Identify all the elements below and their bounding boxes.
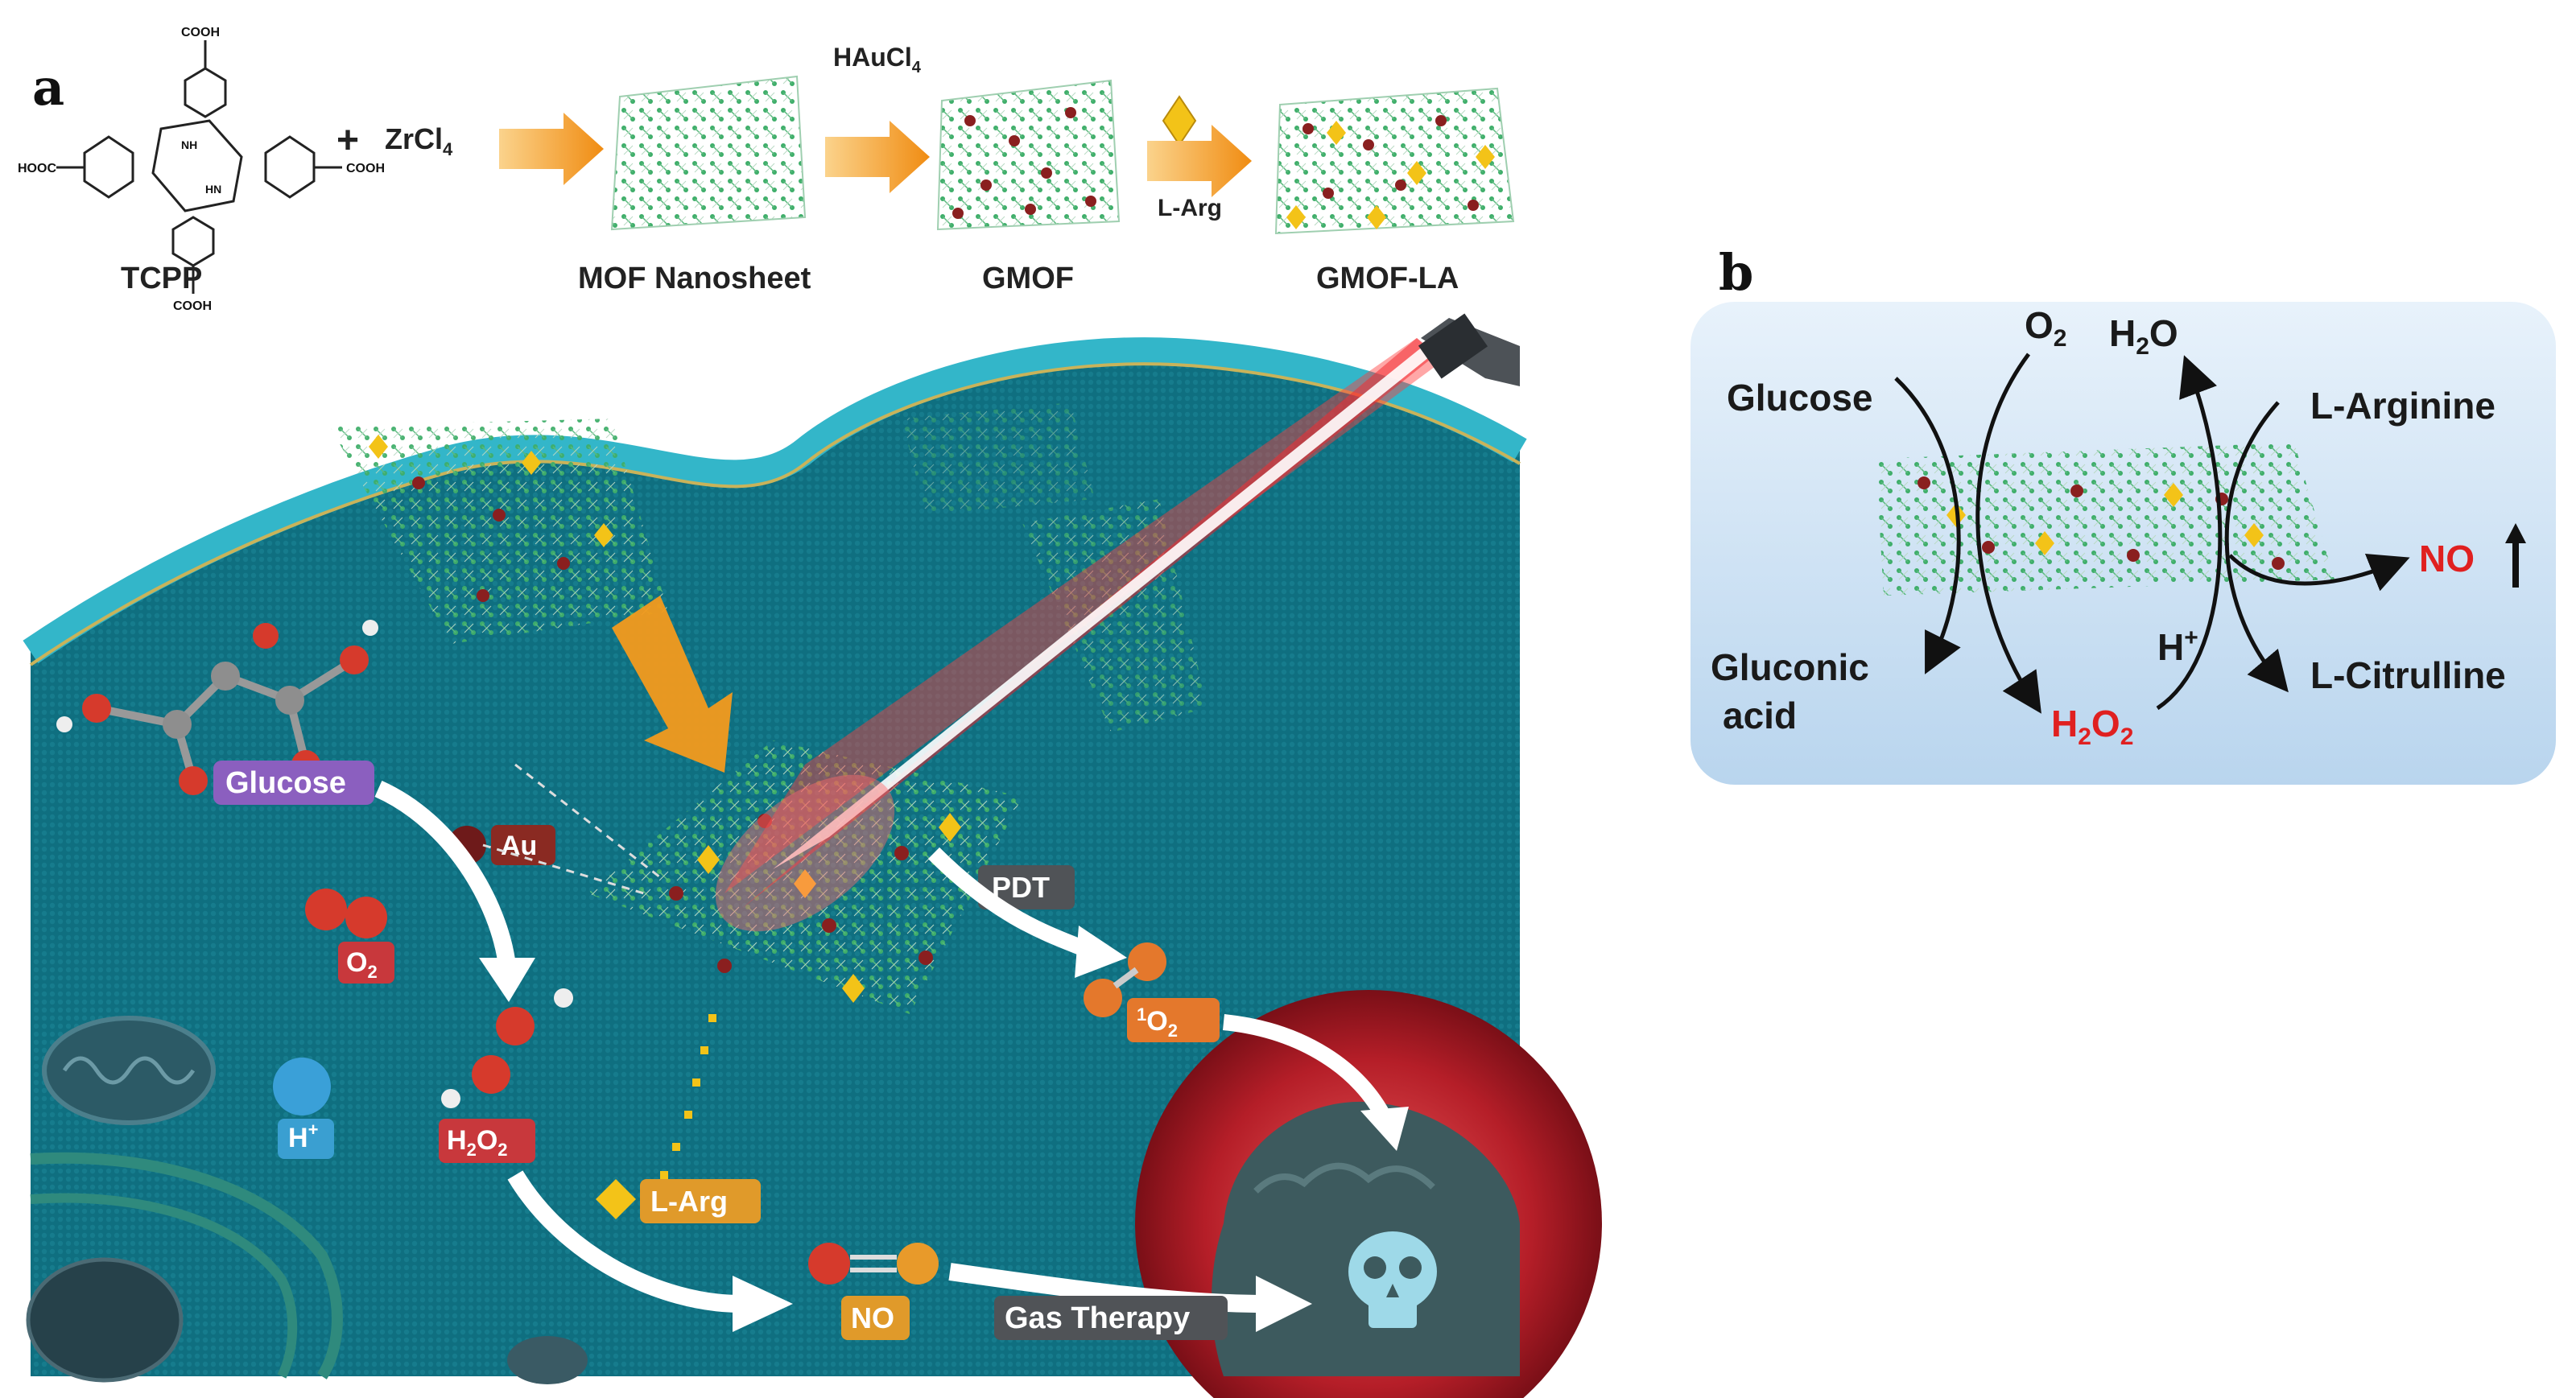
h2o2-molecule xyxy=(441,988,573,1108)
gmof-label: GMOF xyxy=(982,262,1074,295)
gmof-sheet xyxy=(936,79,1121,231)
b-l-citrulline-label: L-Citrulline xyxy=(2310,654,2506,696)
skull-icon xyxy=(1348,1231,1437,1328)
no-tag-label: NO xyxy=(851,1301,894,1334)
zrcl4-label: ZrCl4 xyxy=(385,122,453,159)
hn-label: HN xyxy=(205,183,221,196)
no-increase-arrow-icon xyxy=(2505,523,2526,588)
cooh-top: COOH xyxy=(181,26,220,39)
b-gluconic-line2: acid xyxy=(1723,695,1797,736)
singlet-oxygen-tag xyxy=(1127,998,1220,1042)
larg-release-dots xyxy=(660,1014,716,1179)
singlet-to-tumor-arrow xyxy=(1223,1014,1392,1123)
endoplasmic-reticulum xyxy=(30,1152,343,1379)
gas-therapy-tag-label: Gas Therapy xyxy=(1005,1301,1190,1335)
no-tag xyxy=(841,1296,910,1340)
panel-b-nanosheet xyxy=(1876,443,2334,596)
h2o2-tag-label: H2O2 xyxy=(447,1125,508,1160)
b-gluconic-line1: Gluconic xyxy=(1711,646,1869,688)
panel-a-label: a xyxy=(32,58,64,117)
o2-molecule xyxy=(305,889,387,938)
pdt-tag xyxy=(978,865,1075,909)
au-tag-label: Au xyxy=(501,831,537,861)
pdt-tag-label: PDT xyxy=(992,871,1050,904)
larg-step-label: L-Arg xyxy=(1158,195,1222,221)
singlet-oxygen-molecule xyxy=(1084,942,1166,1017)
central-gmof-la xyxy=(588,740,1022,1014)
panel-b: b Glucose O2 H2O L-Arginine NO Gluconic … xyxy=(1690,243,2556,785)
mof-nanosheet xyxy=(610,75,807,231)
h-plus-tag xyxy=(278,1119,334,1159)
plus-sign: + xyxy=(336,119,359,162)
pdt-arrow xyxy=(927,847,1090,958)
b-h2o2-label: H2O2 xyxy=(2051,703,2133,750)
panel-b-label: b xyxy=(1719,243,1753,302)
step-arrow-1 xyxy=(499,113,604,185)
laser-device xyxy=(1418,313,1520,386)
b-no-label: NO xyxy=(2419,538,2475,579)
uptake-arrow xyxy=(612,596,733,773)
glucose-tag xyxy=(213,761,374,805)
h-plus-ion-icon xyxy=(273,1058,331,1116)
cell-membrane xyxy=(23,337,1527,664)
b-l-arginine-label: L-Arginine xyxy=(2310,385,2496,427)
b-h2o-label: H2O xyxy=(2109,312,2178,360)
mof-nanosheet-label: MOF Nanosheet xyxy=(578,262,811,295)
o2-tag-label: O2 xyxy=(346,947,378,982)
larg-tag xyxy=(640,1179,761,1223)
gmof-la-background-sheet-2 xyxy=(902,402,1095,515)
no-molecule xyxy=(808,1243,939,1285)
gmof-la-entering xyxy=(330,419,668,644)
o2-tag xyxy=(338,942,394,984)
b-glucose-label: Glucose xyxy=(1727,377,1873,419)
b-h-plus-label: H+ xyxy=(2157,625,2198,668)
nh-label: NH xyxy=(181,138,197,151)
glucose-molecule xyxy=(56,620,378,795)
glucose-tag-label: Glucose xyxy=(225,766,346,800)
au-tag xyxy=(491,825,555,865)
panel-a: a COOH COOH COOH HOOC NH HN TCPP + ZrCl4… xyxy=(18,26,1515,313)
nucleus xyxy=(26,1257,184,1383)
b-o2-label: O2 xyxy=(2025,304,2066,352)
cooh-bottom: COOH xyxy=(173,299,212,313)
laser-beam xyxy=(715,338,1441,932)
cell-scene: Glucose Au O2 H+ H2O2 xyxy=(23,313,1602,1398)
step-arrow-2 xyxy=(825,121,930,193)
larg-tag-label: L-Arg xyxy=(650,1185,728,1218)
hooc-left: HOOC xyxy=(18,162,56,175)
gmof-la-sheet xyxy=(1274,87,1515,235)
panel-b-reaction-arrows xyxy=(1894,353,2410,714)
cooh-right: COOH xyxy=(346,162,385,175)
gas-therapy-tag xyxy=(994,1296,1228,1340)
tcpp-structure xyxy=(56,40,342,294)
larg-crystal-scene-icon xyxy=(596,1179,636,1219)
larg-crystal-icon xyxy=(1162,95,1197,146)
h2o2-to-no-arrow xyxy=(507,1170,741,1313)
h-plus-tag-label: H+ xyxy=(288,1120,318,1153)
singlet-oxygen-tag-label: 1O2 xyxy=(1137,1004,1178,1041)
step-arrow-3 xyxy=(1147,125,1252,197)
haucl4-label: HAuCl4 xyxy=(833,43,922,76)
tcpp-label: TCPP xyxy=(121,262,202,295)
h2o2-tag xyxy=(439,1119,535,1163)
glucose-to-h2o2-arrow xyxy=(374,780,516,967)
gmof-la-label: GMOF-LA xyxy=(1316,262,1459,295)
